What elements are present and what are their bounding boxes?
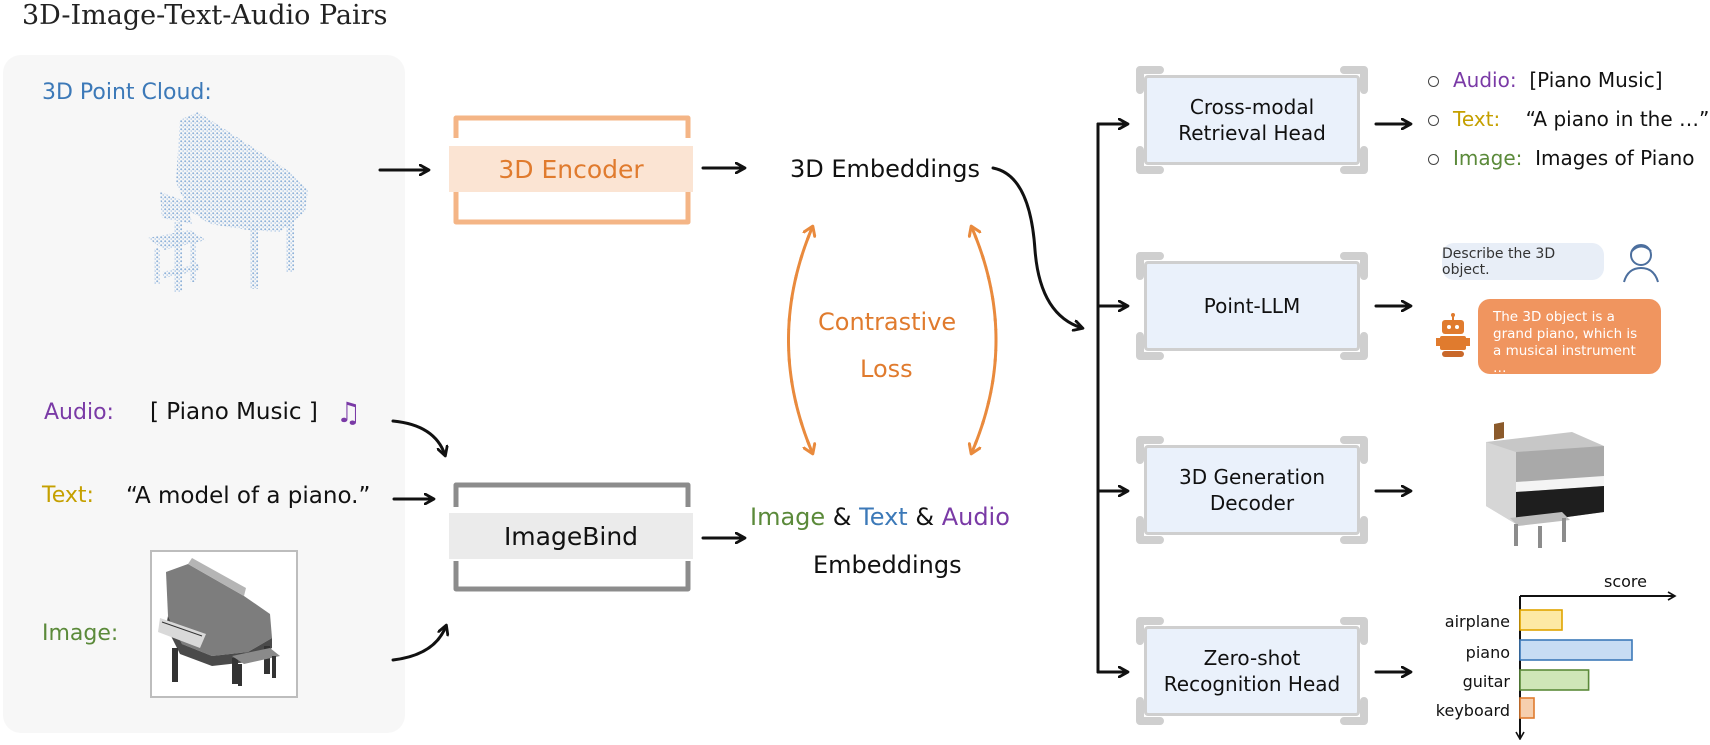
retrieval-text-label: Text: — [1453, 107, 1501, 131]
text-label: Text: — [42, 483, 94, 508]
bot-message-bubble: The 3D object is a grand piano, which is… — [1478, 299, 1661, 376]
text-word: Text — [859, 503, 908, 531]
user-message-bubble: Describe the 3D object. — [1442, 243, 1604, 280]
bullet-icon — [1428, 115, 1439, 126]
retrieval-output-text: Text: “A piano in the …” — [1428, 107, 1709, 131]
bullet-icon — [1428, 154, 1439, 165]
bar-keyboard — [1519, 697, 1535, 719]
gen-decoder-line1: 3D Generation — [1178, 465, 1326, 489]
multimodal-embeddings-line1: Image & Text & Audio — [750, 503, 1010, 531]
audio-label: Audio: — [44, 400, 114, 425]
piano-image-frame — [150, 550, 298, 698]
point-cloud-label: 3D Point Cloud: — [42, 80, 212, 105]
generated-piano-model — [1486, 422, 1604, 548]
bar-airplane — [1519, 609, 1563, 631]
point-llm-head: Point-LLM — [1144, 261, 1360, 351]
retrieval-audio-value: [Piano Music] — [1529, 68, 1663, 92]
3d-embeddings-label: 3D Embeddings — [790, 155, 981, 183]
music-note-icon: ♫ — [336, 396, 362, 429]
bar-guitar — [1519, 669, 1590, 691]
retrieval-head-frame — [1136, 66, 1368, 174]
user-icon — [1623, 244, 1659, 283]
contrastive-loss-line1: Contrastive — [818, 308, 957, 336]
retrieval-output-image: Image: Images of Piano — [1428, 146, 1695, 170]
bullet-icon — [1428, 76, 1439, 87]
gen-decoder-line2: Decoder — [1209, 491, 1295, 515]
zero-shot-head-frame — [1136, 617, 1368, 725]
bar-label-piano: piano — [1465, 643, 1510, 662]
imagebind-encoder: ImageBind — [449, 513, 693, 559]
audio-word: Audio — [941, 503, 1010, 531]
retrieval-text-value: “A piano in the …” — [1525, 107, 1710, 131]
3d-encoder: 3D Encoder — [449, 146, 693, 192]
audio-value: [ Piano Music ] — [150, 399, 318, 425]
retrieval-image-label: Image: — [1453, 146, 1523, 170]
contrastive-loss-line2: Loss — [860, 355, 913, 383]
point-cloud-piano — [148, 112, 308, 292]
point-llm-frame — [1136, 252, 1368, 360]
robot-icon — [1436, 313, 1470, 357]
multimodal-embeddings-line2: Embeddings — [813, 551, 962, 579]
arrow-embeddings-to-heads — [991, 166, 1082, 328]
ampersand-1: & — [825, 503, 860, 531]
bar-label-keyboard: keyboard — [1435, 701, 1510, 720]
ampersand-2: & — [907, 503, 942, 531]
bar-label-airplane: airplane — [1444, 612, 1510, 631]
zs-head-line2: Recognition Head — [1163, 672, 1341, 696]
grand-piano-image — [158, 558, 280, 686]
generation-decoder-frame — [1136, 436, 1368, 544]
retrieval-output-audio: Audio: [Piano Music] — [1428, 68, 1663, 92]
recognition-chart — [1515, 591, 1677, 740]
image-label: Image: — [42, 621, 119, 646]
retrieval-image-value: Images of Piano — [1535, 146, 1695, 170]
arrow-audio-to-imagebind — [391, 419, 445, 455]
text-value: “A model of a piano.” — [126, 483, 371, 509]
imagebind-frame — [453, 482, 691, 592]
figure-title: 3D-Image-Text-Audio Pairs — [22, 0, 388, 31]
arrow-image-to-imagebind — [391, 626, 446, 662]
bar-piano — [1519, 639, 1633, 661]
bar-label-guitar: guitar — [1462, 672, 1510, 691]
image-word: Image — [750, 503, 826, 531]
retrieval-head-line2: Retrieval Head — [1178, 121, 1326, 145]
retrieval-audio-label: Audio: — [1453, 68, 1517, 92]
zs-head-line1: Zero-shot — [1203, 646, 1301, 670]
chart-axis-label: score — [1604, 572, 1647, 591]
3d-encoder-frame — [453, 115, 691, 225]
retrieval-head-line1: Cross-modal — [1189, 95, 1315, 119]
